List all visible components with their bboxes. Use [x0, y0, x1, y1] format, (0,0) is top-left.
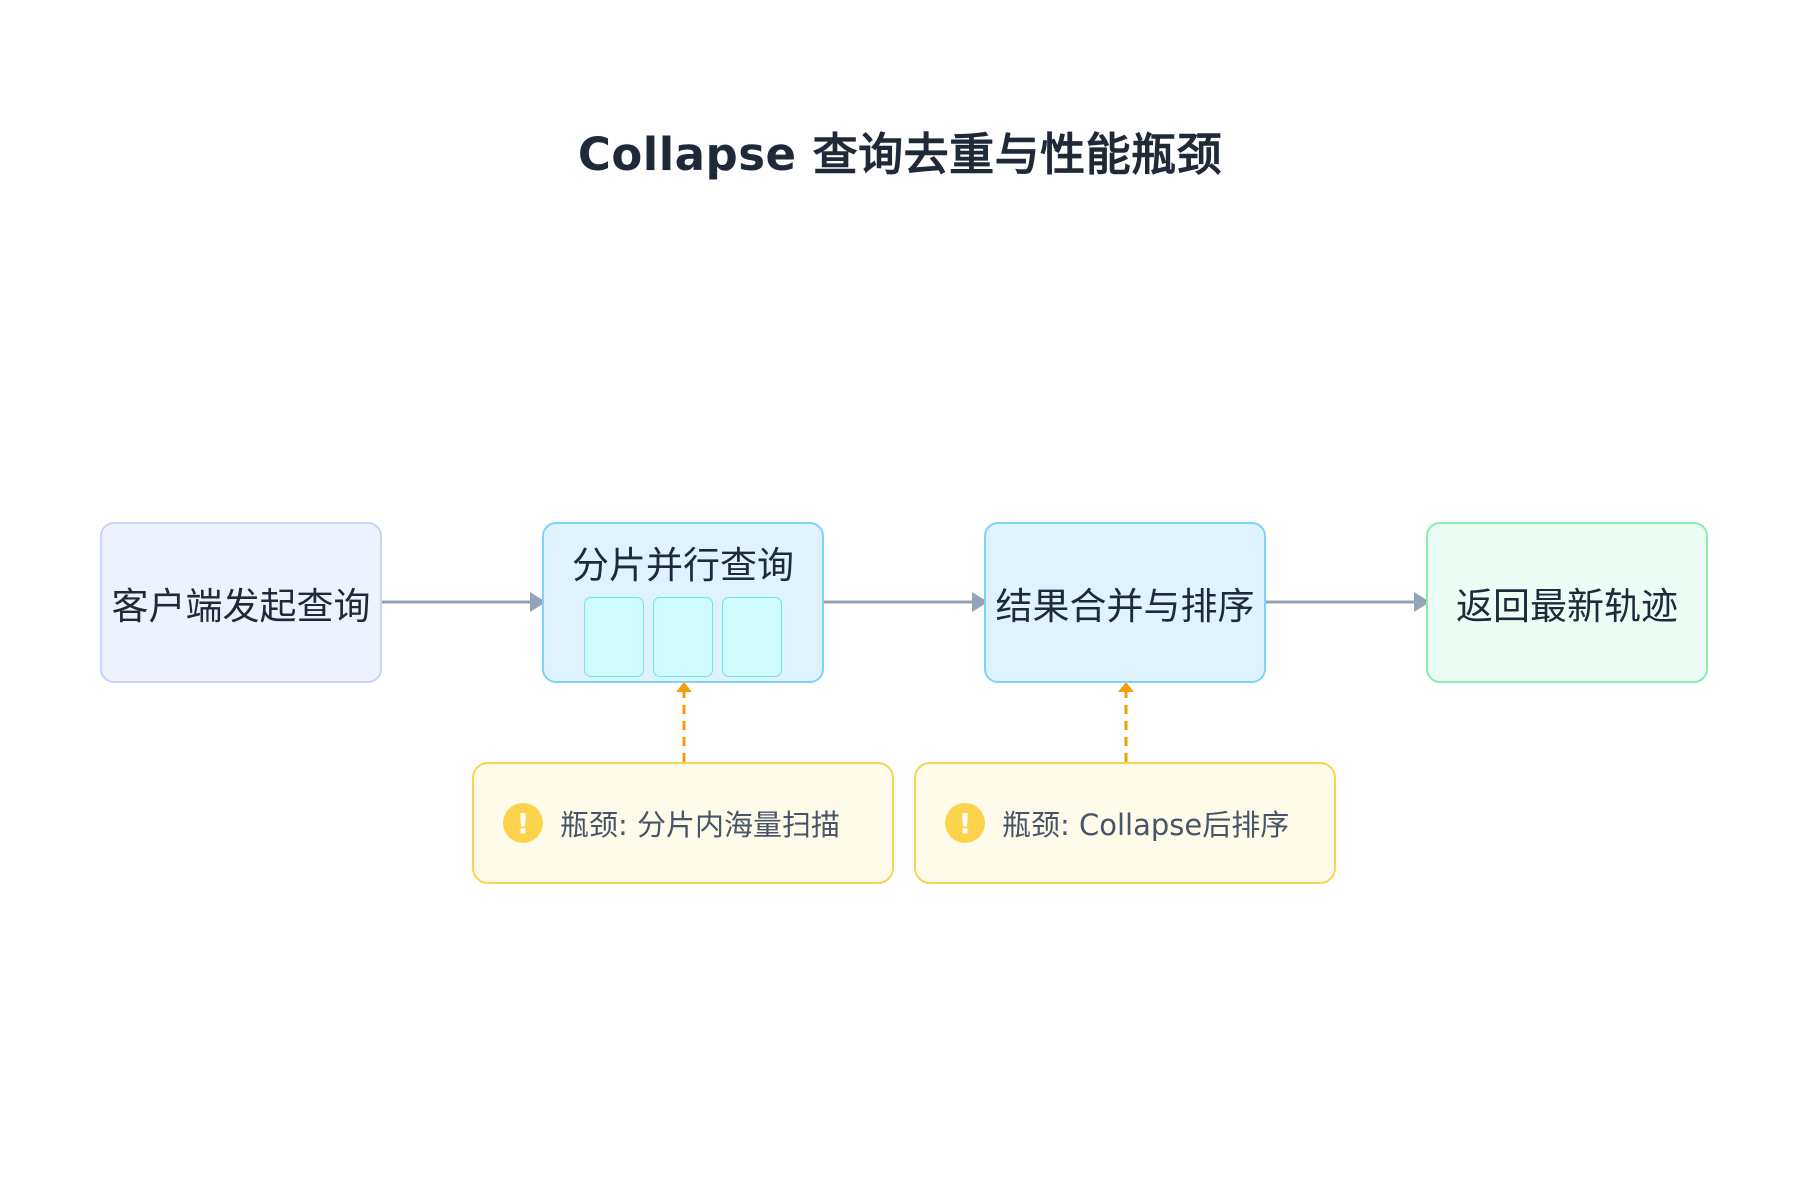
- shard-group: [584, 597, 782, 677]
- node-client-query: 客户端发起查询: [100, 522, 382, 683]
- warning-icon: !: [503, 803, 543, 843]
- bottleneck-note-text: 瓶颈: Collapse后排序: [1002, 808, 1290, 842]
- shard-cell: [653, 597, 713, 677]
- edge-client-to-shard-arrowhead: [530, 592, 546, 612]
- node-shard-parallel-query: 分片并行查询: [542, 522, 824, 683]
- diagram-title: Collapse 查询去重与性能瓶颈: [577, 128, 1223, 181]
- warning-icon: !: [945, 803, 985, 843]
- node-return-latest: 返回最新轨迹: [1426, 522, 1708, 683]
- bottleneck-note-text: 瓶颈: 分片内海量扫描: [560, 808, 840, 842]
- node-merge-sort: 结果合并与排序: [984, 522, 1266, 683]
- bottleneck-note-shard-scan: ! 瓶颈: 分片内海量扫描: [472, 762, 894, 884]
- node-return-latest-label: 返回最新轨迹: [1456, 584, 1678, 628]
- node-merge-sort-label: 结果合并与排序: [995, 584, 1255, 628]
- edge-shard-to-merge-arrowhead: [972, 592, 988, 612]
- shard-cell: [584, 597, 644, 677]
- bottleneck-note-collapse-sort: ! 瓶颈: Collapse后排序: [914, 762, 1336, 884]
- node-shard-parallel-query-label: 分片并行查询: [572, 544, 794, 587]
- bottleneck-edge-1-arrowhead: [676, 682, 692, 692]
- node-client-query-label: 客户端发起查询: [111, 584, 371, 628]
- bottleneck-edge-2-arrowhead: [1118, 682, 1134, 692]
- edge-merge-to-return-arrowhead: [1414, 592, 1430, 612]
- shard-cell: [722, 597, 782, 677]
